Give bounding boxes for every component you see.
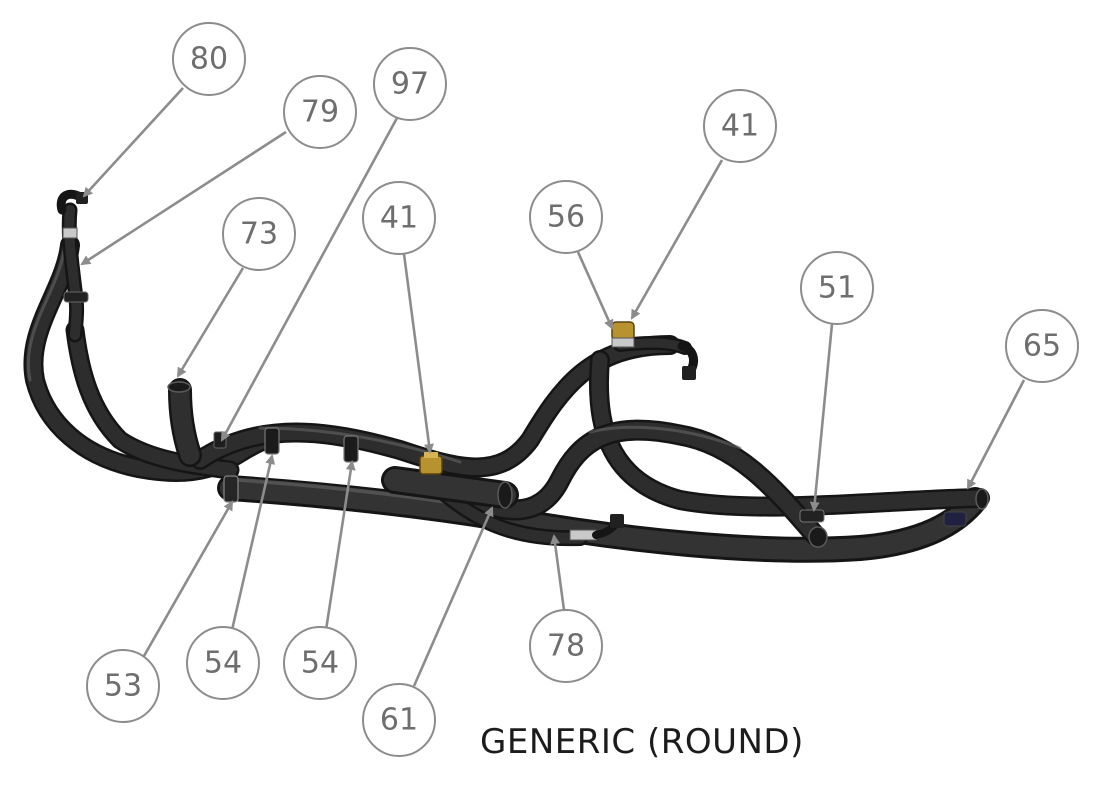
leader-54a xyxy=(230,454,276,631)
diagram-caption: GENERIC (ROUND) xyxy=(480,722,804,762)
leader-56 xyxy=(576,251,614,330)
balloon-78: 78 xyxy=(529,609,603,683)
balloon-97-label: 97 xyxy=(391,67,429,102)
balloon-56-label: 56 xyxy=(547,200,585,235)
clamp-79-icon xyxy=(63,291,89,303)
connector-right-icon xyxy=(677,341,699,380)
clamp-51-icon xyxy=(799,509,825,523)
leader-97 xyxy=(220,117,399,442)
balloon-80: 80 xyxy=(172,22,246,96)
leader-lines xyxy=(80,87,1026,687)
clamp-54b-icon xyxy=(343,435,359,463)
connector-65-icon xyxy=(943,488,989,527)
leader-73 xyxy=(176,267,245,378)
leader-53 xyxy=(142,500,234,657)
clamp-54a-icon xyxy=(264,427,280,455)
leader-41b xyxy=(630,159,724,320)
balloon-41a: 41 xyxy=(362,181,436,255)
hose-right-long xyxy=(588,350,990,517)
balloon-73: 73 xyxy=(222,197,296,271)
balloon-97: 97 xyxy=(373,47,447,121)
clamp-53-icon xyxy=(223,475,239,503)
balloon-51-label: 51 xyxy=(818,271,856,306)
leader-41a xyxy=(402,253,434,454)
leader-65 xyxy=(966,379,1026,490)
balloon-53: 53 xyxy=(86,649,160,723)
balloon-54b: 54 xyxy=(283,626,357,700)
balloon-61-label: 61 xyxy=(380,703,418,738)
leader-80 xyxy=(82,87,184,198)
connector-78-icon xyxy=(569,514,624,541)
hose-assembly xyxy=(23,189,990,563)
brass-fitting-56-icon xyxy=(611,321,635,348)
leader-78 xyxy=(550,534,566,611)
brass-fitting-41-icon xyxy=(419,452,443,475)
balloon-54a: 54 xyxy=(186,626,260,700)
balloon-41b-label: 41 xyxy=(721,109,759,144)
balloon-79-label: 79 xyxy=(301,95,339,130)
leader-79 xyxy=(80,130,287,266)
balloon-54a-label: 54 xyxy=(204,646,242,681)
balloon-54b-label: 54 xyxy=(301,646,339,681)
balloon-65-label: 65 xyxy=(1023,329,1061,364)
hose-stub-73 xyxy=(167,378,202,467)
balloons: 80 79 97 73 41 56 41 51 xyxy=(86,22,1079,757)
pipe-center-61 xyxy=(381,466,519,509)
leader-61 xyxy=(412,506,494,687)
balloon-41b: 41 xyxy=(703,89,777,163)
balloon-51: 51 xyxy=(800,251,874,325)
balloon-53-label: 53 xyxy=(104,669,142,704)
balloon-41a-label: 41 xyxy=(380,201,418,236)
balloon-80-label: 80 xyxy=(190,42,228,77)
leader-51 xyxy=(809,323,834,512)
balloon-78-label: 78 xyxy=(547,629,585,664)
hose-bottom-main xyxy=(217,475,988,563)
hose-s-loop xyxy=(429,419,826,546)
leader-54b xyxy=(324,460,356,631)
balloon-79: 79 xyxy=(283,75,357,149)
balloon-61: 61 xyxy=(362,683,436,757)
balloon-56: 56 xyxy=(529,180,603,254)
balloon-73-label: 73 xyxy=(240,217,278,252)
balloon-65: 65 xyxy=(1005,309,1079,383)
hose-upper-left xyxy=(61,202,85,343)
fittings xyxy=(56,189,989,548)
